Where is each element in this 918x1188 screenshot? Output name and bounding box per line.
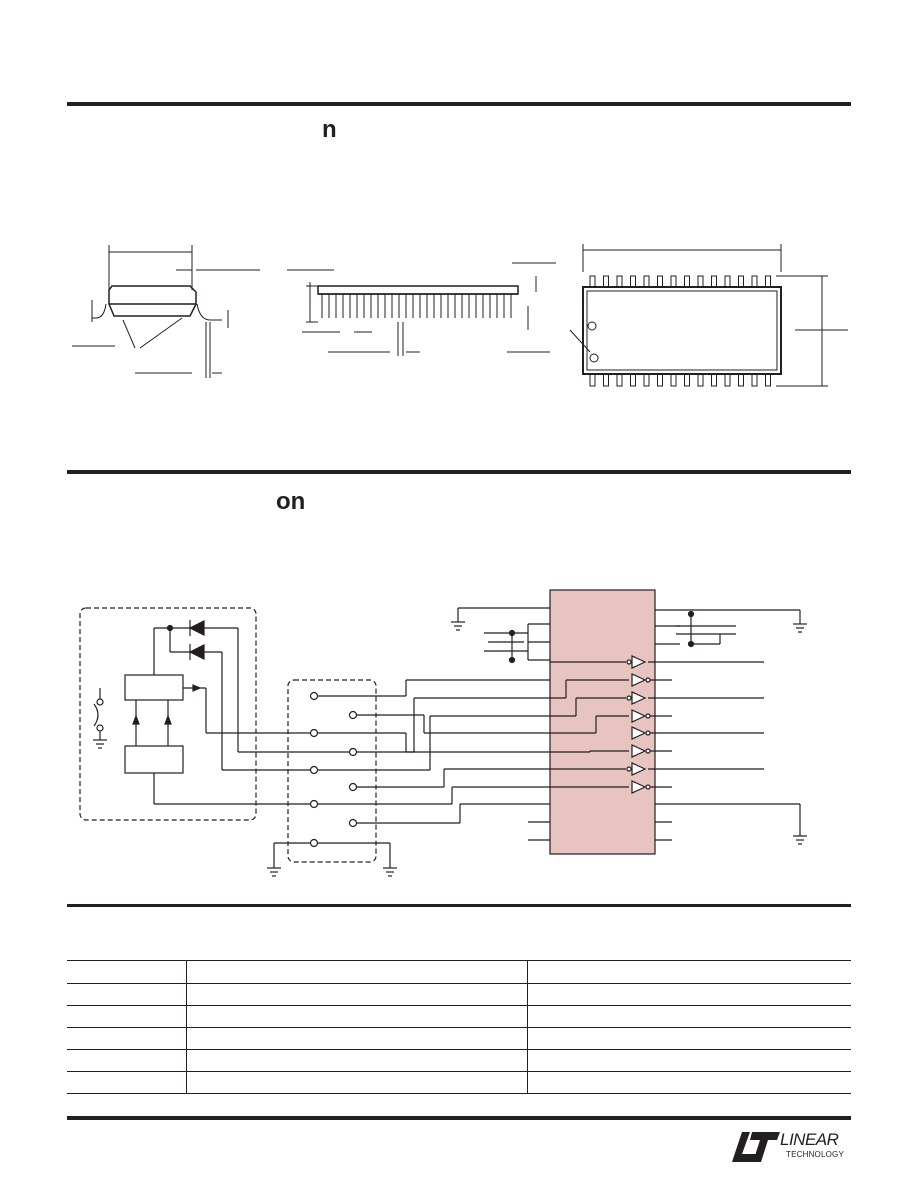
package-side-view: [72, 245, 260, 378]
package-lead: [589, 373, 596, 387]
controller-block: [124, 745, 184, 774]
package-lead: [684, 373, 690, 387]
transceiver-ic: [549, 589, 656, 855]
package-lead: [670, 275, 677, 288]
table-row: [67, 1093, 851, 1094]
package-lead: [670, 373, 677, 387]
diode-pair: [153, 620, 238, 675]
package-lead: [589, 275, 596, 288]
package-lead: [738, 275, 744, 288]
application-section-glyph: on: [276, 488, 306, 515]
package-lead: [630, 373, 636, 387]
package-front-view: [287, 262, 556, 356]
package-lead: [643, 373, 650, 387]
package-lead: [724, 275, 731, 288]
lower-rule: [67, 904, 851, 907]
package-top-view: [569, 244, 848, 387]
table-column-divider: [186, 961, 187, 1093]
package-lead: [711, 275, 717, 288]
package-lead: [751, 373, 758, 387]
package-lead: [643, 275, 650, 288]
package-lead: [616, 373, 623, 387]
table-row: [67, 983, 851, 984]
package-lead: [765, 373, 771, 387]
regulator-block: [124, 674, 184, 701]
package-lead: [657, 373, 663, 387]
package-lead: [684, 275, 690, 288]
table-row: [67, 1027, 851, 1028]
linear-technology-logo: LINEAR TECHNOLOGY: [728, 1128, 852, 1164]
package-section-glyph: n: [322, 116, 337, 143]
package-lead: [630, 275, 636, 288]
middle-rule: [67, 470, 851, 474]
package-lead: [616, 275, 623, 288]
peripheral-dashed-box: [79, 607, 257, 821]
buffer-gates: [626, 655, 651, 794]
package-lead: [711, 373, 717, 387]
bottom-rule: [67, 1116, 851, 1120]
table-row: [67, 1049, 851, 1050]
table-row: [67, 960, 851, 961]
package-lead: [724, 373, 731, 387]
package-lead: [738, 373, 744, 387]
package-lead: [697, 373, 704, 387]
package-lead: [603, 373, 609, 387]
top-rule: [67, 102, 851, 106]
package-lead: [657, 275, 663, 288]
table-row: [67, 1005, 851, 1006]
connector-pins: [309, 691, 358, 848]
package-lead: [603, 275, 609, 288]
lt-mark-icon: [732, 1132, 780, 1162]
connector-dashed-box: [287, 679, 377, 863]
table-row: [67, 1071, 851, 1072]
package-lead: [765, 275, 771, 288]
logo-secondary-text: TECHNOLOGY: [786, 1150, 845, 1159]
package-lead: [697, 275, 704, 288]
table-column-divider: [527, 961, 528, 1093]
logo-primary-text: LINEAR: [780, 1130, 839, 1149]
package-lead: [751, 275, 758, 288]
